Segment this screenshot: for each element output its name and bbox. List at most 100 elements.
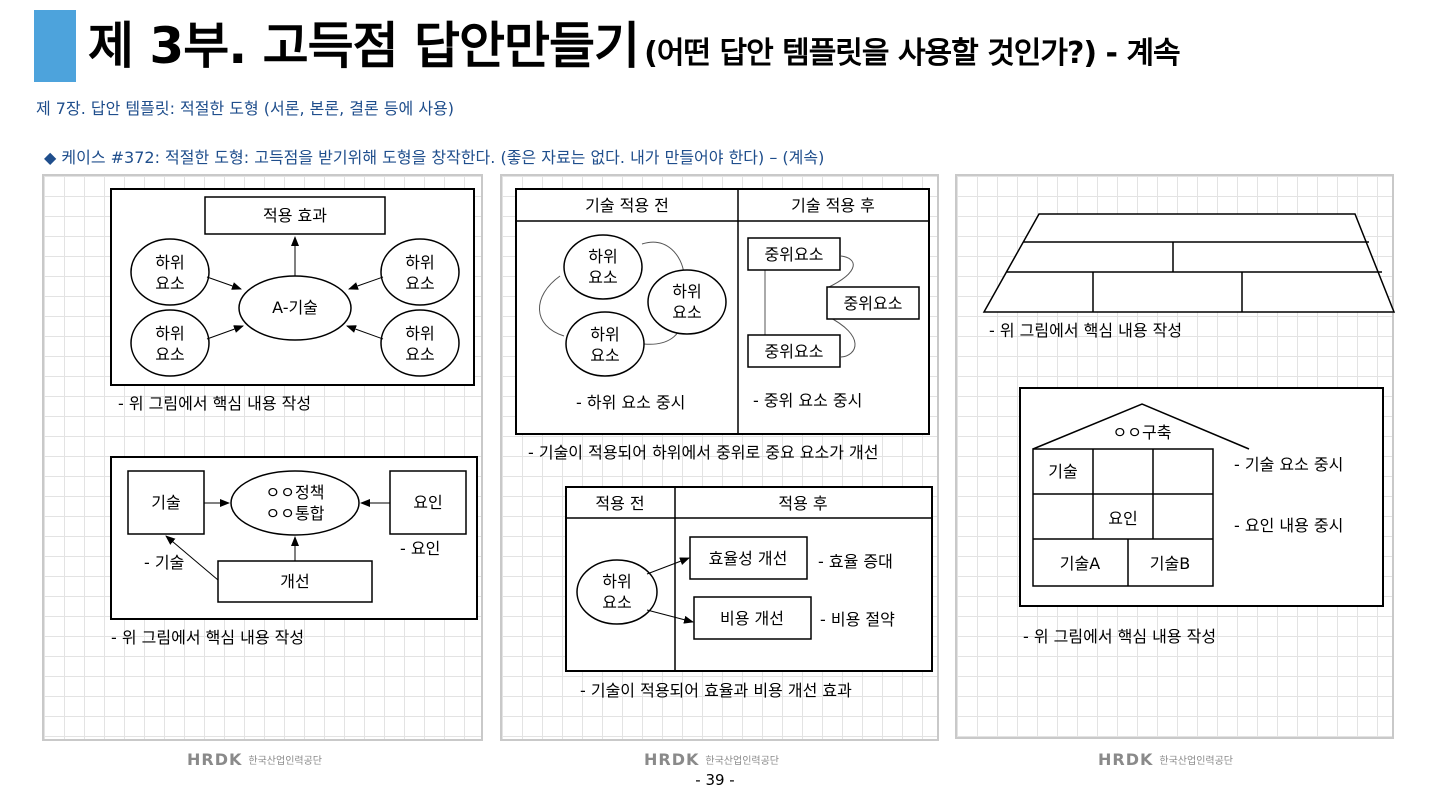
factor-note: - 요인 bbox=[400, 539, 440, 558]
before-node-1-line1: 하위 bbox=[588, 247, 617, 266]
before-note: - 하위 요소 중시 bbox=[576, 393, 685, 412]
trapezoid-caption: - 위 그림에서 핵심 내용 작성 bbox=[989, 321, 1182, 340]
effect-label: 적용 효과 bbox=[263, 206, 327, 225]
footer-logo-right: HRDK 한국산업인력공단 bbox=[1098, 749, 1233, 769]
before-node-3 bbox=[565, 311, 645, 377]
sub-node-4 bbox=[380, 309, 460, 377]
efficiency-box bbox=[689, 536, 808, 580]
effect-box bbox=[204, 196, 386, 235]
panel-left: 적용 효과 A-기술 하위 요소 하위 요소 하위 요소 하위 요소 - 위 그… bbox=[42, 174, 483, 741]
center-label: A-기술 bbox=[272, 298, 318, 317]
house-diagram: ㅇㅇ구축 기술 요인 기술A 기술B - 기술 요소 중시 - 요인 내용 중시… bbox=[1019, 387, 1384, 646]
panel-right-diagrams: - 위 그림에서 핵심 내용 작성 ㅇㅇ구축 기술 요인 기술A 기술B - 기… bbox=[982, 213, 1396, 646]
hrdk-org-name: 한국산업인력공단 bbox=[1159, 755, 1233, 767]
mid-node-links bbox=[764, 255, 856, 358]
chapter-heading: 제 7장. 답안 템플릿: 적절한 도형 (서론, 본론, 결론 등에 사용) bbox=[36, 99, 455, 118]
sub-node-1-line2: 요소 bbox=[155, 274, 184, 293]
panel-right: - 위 그림에서 핵심 내용 작성 ㅇㅇ구축 기술 요인 기술A 기술B - 기… bbox=[955, 174, 1396, 739]
before-after-table: 기술 적용 전 기술 적용 후 하위 요소 하위 요소 하위 요소 중위요소 bbox=[515, 188, 930, 462]
hub-diagram: 적용 효과 A-기술 하위 요소 하위 요소 하위 요소 하위 요소 - 위 그… bbox=[110, 188, 475, 413]
before-node-2 bbox=[647, 269, 727, 335]
after-node-3-label: 중위요소 bbox=[765, 342, 824, 361]
sub-node-2-line2: 요소 bbox=[405, 274, 434, 293]
before-node-2-line1: 하위 bbox=[672, 282, 701, 301]
cost-box bbox=[693, 596, 812, 640]
case-heading: ◆ 케이스 #372: 적절한 도형: 고득점을 받기위해 도형을 창작한다. … bbox=[44, 148, 825, 167]
apply-arrows bbox=[646, 557, 694, 624]
sub-node-2-line1: 하위 bbox=[405, 253, 434, 272]
roof-label: ㅇㅇ구축 bbox=[1113, 423, 1172, 442]
before-node-1 bbox=[563, 234, 643, 300]
title-accent-bar bbox=[34, 10, 76, 82]
house-roof bbox=[1032, 403, 1250, 450]
policy-diagram: 기술 ㅇㅇ정책 ㅇㅇ통합 요인 - 요인 개선 - 기술 - 위 그림에서 핵심… bbox=[110, 456, 478, 647]
hub-caption: - 위 그림에서 핵심 내용 작성 bbox=[118, 394, 311, 413]
policy-arrows bbox=[165, 499, 390, 581]
cost-label: 비용 개선 bbox=[720, 609, 784, 628]
footer-logo-center: HRDK 한국산업인력공단 bbox=[644, 749, 779, 769]
apply-node bbox=[576, 559, 658, 625]
policy-line1: ㅇㅇ정책 bbox=[266, 483, 325, 502]
sub-node-3 bbox=[130, 309, 210, 377]
sub-node-4-line2: 요소 bbox=[405, 345, 434, 364]
hrdk-org-name: 한국산업인력공단 bbox=[705, 755, 779, 767]
efficiency-label: 효율성 개선 bbox=[709, 549, 788, 568]
panel-center: 기술 적용 전 기술 적용 후 하위 요소 하위 요소 하위 요소 중위요소 bbox=[500, 174, 939, 741]
house-techB-label: 기술B bbox=[1150, 554, 1190, 573]
table2-caption: - 기술이 적용되어 효율과 비용 개선 효과 bbox=[580, 681, 852, 700]
hrdk-org-name: 한국산업인력공단 bbox=[248, 755, 322, 767]
footer-logo-left: HRDK 한국산업인력공단 bbox=[187, 749, 322, 769]
house-tech-label: 기술 bbox=[1048, 462, 1077, 481]
after-node-1 bbox=[747, 237, 841, 271]
apply-node-line2: 요소 bbox=[602, 593, 631, 612]
sub-node-3-line2: 요소 bbox=[155, 345, 184, 364]
hub-arrows bbox=[206, 236, 384, 340]
apply-table: 적용 전 적용 후 하위 요소 효율성 개선 비용 개선 - 효율 증대 - 비… bbox=[565, 486, 933, 700]
page-title: 제 3부. 고득점 답안만들기 (어떤 답안 템플릿을 사용할 것인가?) - … bbox=[88, 6, 1181, 78]
after-node-2 bbox=[826, 286, 920, 320]
factor-box bbox=[389, 470, 467, 535]
factor-label: 요인 bbox=[413, 493, 442, 512]
hrdk-logo-icon: HRDK bbox=[644, 749, 700, 769]
policy-node bbox=[230, 470, 360, 536]
after-node-3 bbox=[747, 334, 841, 368]
panel-center-diagrams: 기술 적용 전 기술 적용 후 하위 요소 하위 요소 하위 요소 중위요소 bbox=[515, 188, 933, 700]
hrdk-logo-icon: HRDK bbox=[1098, 749, 1154, 769]
tech-note: - 기술 bbox=[144, 553, 184, 572]
after-node-2-label: 중위요소 bbox=[844, 294, 903, 313]
sub-node-1 bbox=[130, 238, 210, 306]
tech-label: 기술 bbox=[151, 493, 180, 512]
page-number: - 39 - bbox=[695, 771, 735, 789]
policy-line2: ㅇㅇ통합 bbox=[266, 504, 325, 523]
sub-node-1-line1: 하위 bbox=[155, 253, 184, 272]
before-node-3-line1: 하위 bbox=[590, 325, 619, 344]
apply-before-header: 적용 전 bbox=[595, 494, 644, 513]
page-title-sub: (어떤 답안 템플릿을 사용할 것인가?) - 계속 bbox=[644, 36, 1181, 71]
sub-node-4-line1: 하위 bbox=[405, 324, 434, 343]
before-node-1-line2: 요소 bbox=[588, 268, 617, 287]
apply-after-header: 적용 후 bbox=[778, 494, 827, 513]
after-header: 기술 적용 후 bbox=[791, 196, 875, 215]
cost-note: - 비용 절약 bbox=[820, 610, 895, 629]
house-note-2: - 요인 내용 중시 bbox=[1234, 516, 1343, 535]
sub-node-3-line1: 하위 bbox=[155, 324, 184, 343]
improve-label: 개선 bbox=[280, 572, 309, 591]
after-note: - 중위 요소 중시 bbox=[753, 391, 862, 410]
trapezoid-diagram bbox=[982, 213, 1396, 313]
panel-left-diagrams: 적용 효과 A-기술 하위 요소 하위 요소 하위 요소 하위 요소 - 위 그… bbox=[110, 188, 478, 647]
house-note-1: - 기술 요소 중시 bbox=[1234, 455, 1343, 474]
before-node-2-line2: 요소 bbox=[672, 303, 701, 322]
house-techA-label: 기술A bbox=[1060, 554, 1100, 573]
before-node-3-line2: 요소 bbox=[590, 346, 619, 365]
table1-caption: - 기술이 적용되어 하위에서 중위로 중요 요소가 개선 bbox=[528, 443, 879, 462]
after-node-1-label: 중위요소 bbox=[765, 245, 824, 264]
efficiency-note: - 효율 증대 bbox=[818, 552, 893, 571]
house-factor-label: 요인 bbox=[1108, 509, 1137, 528]
apply-node-line1: 하위 bbox=[602, 572, 631, 591]
before-header: 기술 적용 전 bbox=[585, 196, 669, 215]
page-title-main: 제 3부. 고득점 답안만들기 bbox=[88, 17, 640, 75]
hrdk-logo-icon: HRDK bbox=[187, 749, 243, 769]
sub-node-2 bbox=[380, 238, 460, 306]
house-caption: - 위 그림에서 핵심 내용 작성 bbox=[1023, 627, 1216, 646]
policy-caption: - 위 그림에서 핵심 내용 작성 bbox=[111, 628, 304, 647]
